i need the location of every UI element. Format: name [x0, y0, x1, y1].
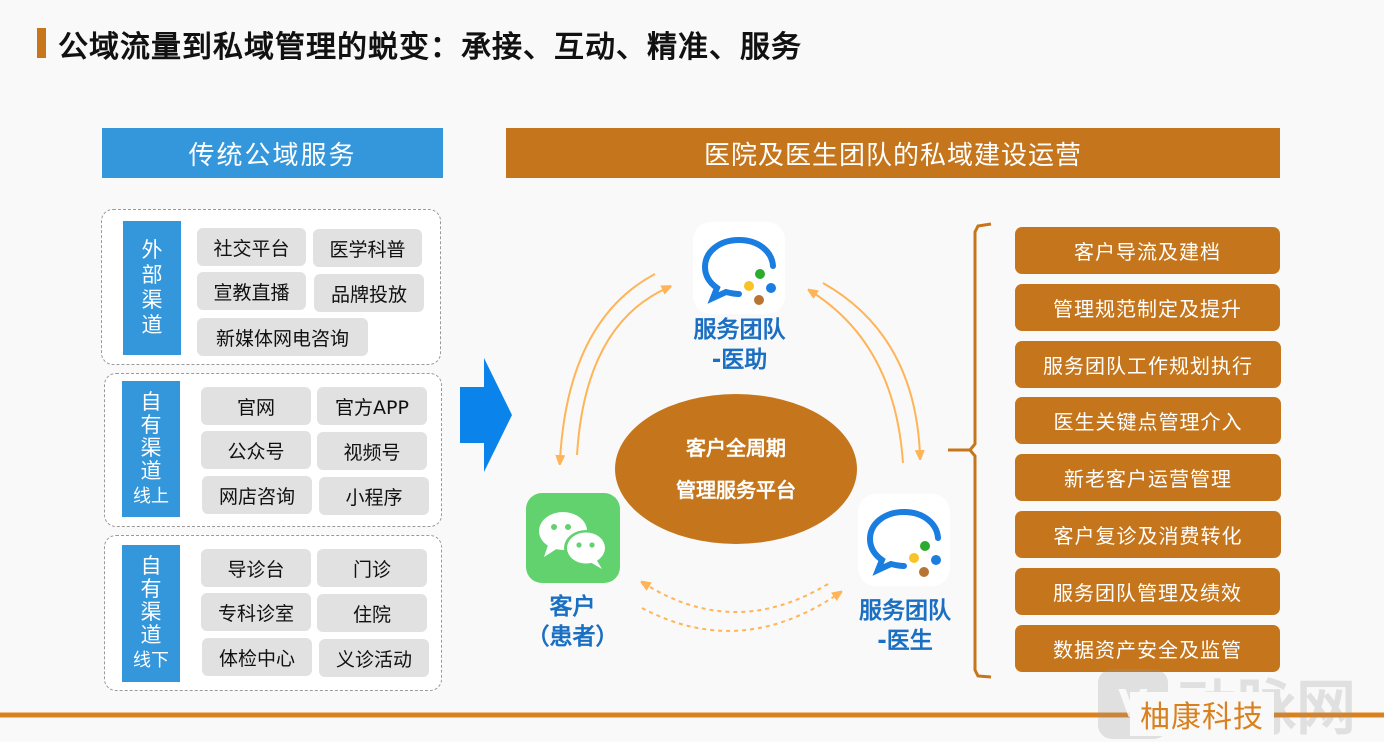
node-label-line2: （患者）	[526, 624, 619, 650]
page-title: 公域流量到私域管理的蜕变：承接、互动、精准、服务	[58, 30, 802, 65]
channel-chip: 网店咨询	[202, 476, 312, 514]
label-char: 道	[140, 623, 162, 647]
channel-chip: 门诊	[317, 549, 427, 587]
channel-chip: 义诊活动	[319, 639, 429, 677]
label-char: 有	[140, 412, 162, 437]
owned-offline-label: 自 有 渠 道 线下	[122, 545, 180, 682]
channel-chip: 品牌投放	[314, 274, 424, 312]
label-char: 有	[140, 577, 162, 601]
assistant-team-label: 服务团队 -医助	[672, 315, 807, 375]
service-item: 数据资产安全及监管	[1015, 625, 1280, 672]
owned-offline-channels-group: 自 有 渠 道 线下 导诊台 门诊 专科诊室 住院 体检中心 义诊活动	[104, 535, 442, 691]
label-char: 道	[141, 313, 163, 337]
channel-chip: 官网	[201, 387, 311, 425]
channel-chip: 官方APP	[317, 387, 427, 425]
footer-divider	[0, 713, 1384, 717]
wechat-icon	[526, 493, 620, 583]
wecom-icon	[858, 494, 950, 586]
service-item: 新老客户运营管理	[1015, 454, 1281, 501]
node-label-line1: 服务团队	[859, 598, 951, 624]
label-char: 部	[141, 263, 163, 287]
channel-chip: 导诊台	[201, 549, 311, 587]
label-sub: 线下	[133, 650, 169, 671]
label-char: 渠	[141, 288, 163, 312]
channel-chip: 宣教直播	[197, 272, 306, 310]
title-accent-bar	[37, 28, 46, 58]
footer-brand: 柚康科技	[1130, 692, 1274, 736]
owned-online-channels-group: 自 有 渠 道 线上 官网 官方APP 公众号 视频号 网店咨询 小程序	[104, 373, 442, 527]
node-label-line2: -医生	[877, 628, 933, 654]
channel-chip: 新媒体网电咨询	[197, 318, 368, 356]
node-label-line1: 服务团队	[693, 317, 786, 343]
channel-chip: 视频号	[317, 432, 427, 470]
label-char: 自	[140, 554, 162, 578]
private-domain-operation-header: 医院及医生团队的私域建设运营	[506, 128, 1280, 178]
channel-chip: 医学科普	[313, 229, 422, 267]
channel-chip: 小程序	[319, 477, 429, 515]
doctor-team-label: 服务团队 -医生	[840, 596, 970, 656]
customer-label: 客户 （患者）	[510, 592, 635, 652]
service-item: 客户复诊及消费转化	[1015, 511, 1281, 558]
label-char: 外	[141, 238, 163, 262]
external-channels-group: 外 部 渠 道 社交平台 医学科普 宣教直播 品牌投放 新媒体网电咨询	[101, 209, 441, 365]
node-label-line1: 客户	[549, 594, 596, 620]
channel-chip: 公众号	[201, 431, 311, 469]
platform-label-line1: 客户全周期	[686, 436, 786, 460]
platform-label-line2: 管理服务平台	[676, 478, 796, 502]
label-char: 渠	[140, 600, 162, 624]
traditional-public-domain-header: 传统公域服务	[102, 128, 443, 178]
service-item: 客户导流及建档	[1015, 227, 1280, 274]
label-char: 道	[140, 458, 162, 483]
service-item: 管理规范制定及提升	[1015, 284, 1280, 331]
service-item: 医生关键点管理介入	[1015, 397, 1281, 444]
flow-arrow-icon	[460, 358, 512, 472]
label-char: 渠	[140, 435, 162, 460]
service-item: 服务团队工作规划执行	[1015, 341, 1281, 388]
channel-chip: 住院	[317, 594, 427, 632]
service-item: 服务团队管理及绩效	[1015, 568, 1280, 615]
channel-chip: 专科诊室	[201, 593, 311, 631]
label-char: 自	[140, 389, 162, 414]
node-label-line2: -医助	[711, 347, 768, 373]
channel-chip: 体检中心	[202, 638, 312, 676]
wecom-icon	[693, 222, 785, 314]
label-sub: 线上	[133, 485, 169, 507]
channel-chip: 社交平台	[197, 228, 306, 266]
customer-lifecycle-platform: 客户全周期 管理服务平台	[615, 394, 857, 544]
external-channels-label: 外 部 渠 道	[123, 221, 181, 355]
owned-online-label: 自 有 渠 道 线上	[122, 381, 180, 517]
